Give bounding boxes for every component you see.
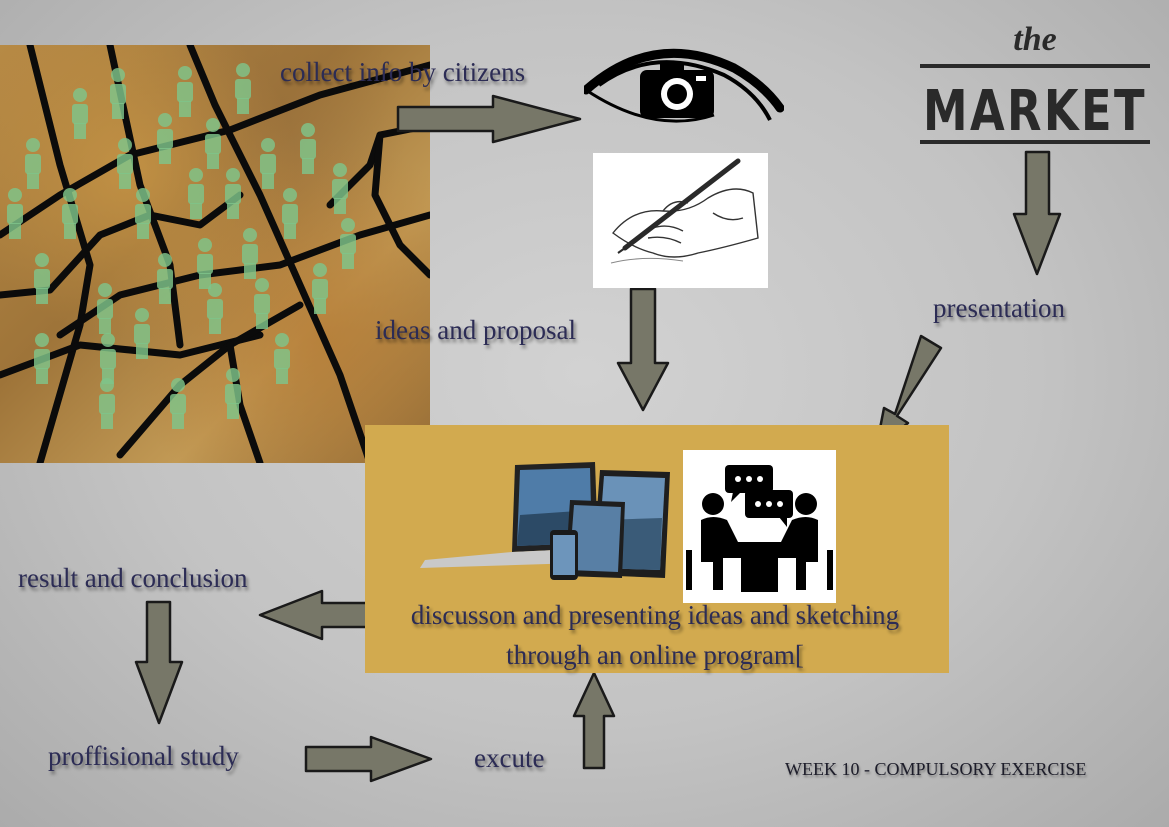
arrow-collect-to-eye bbox=[396, 94, 582, 144]
label-result-conclusion: result and conclusion bbox=[18, 563, 248, 593]
label-professional-study: proffisional study bbox=[48, 741, 239, 771]
hand-sketching-image bbox=[593, 153, 768, 288]
tablet-small bbox=[565, 500, 625, 578]
phone bbox=[550, 530, 578, 580]
label-ideas-proposal: ideas and proposal bbox=[375, 315, 576, 345]
eye-camera-logo bbox=[581, 40, 785, 132]
label-hub-discussion: discusson and presenting ideas and sketc… bbox=[410, 600, 900, 670]
label-presentation: presentation bbox=[933, 293, 1065, 323]
logo-small-text: the bbox=[1013, 21, 1056, 58]
arrow-market-down bbox=[1012, 150, 1062, 276]
city-map-image bbox=[0, 41, 434, 467]
arrow-execute-up bbox=[572, 671, 616, 770]
arrow-study-to-execute bbox=[304, 735, 433, 783]
meeting-icon bbox=[683, 450, 836, 603]
label-collect-info: collect info by citizens bbox=[280, 57, 526, 87]
market-logo: the MARKET bbox=[918, 14, 1152, 148]
arrow-result-down bbox=[134, 600, 184, 725]
label-execute: excute bbox=[474, 743, 545, 773]
devices-image bbox=[420, 460, 675, 585]
footer-week-label: WEEK 10 - COMPULSORY EXERCISE bbox=[785, 759, 1087, 779]
logo-large-text: MARKET bbox=[923, 79, 1147, 144]
arrow-sketch-to-hub bbox=[616, 287, 670, 412]
